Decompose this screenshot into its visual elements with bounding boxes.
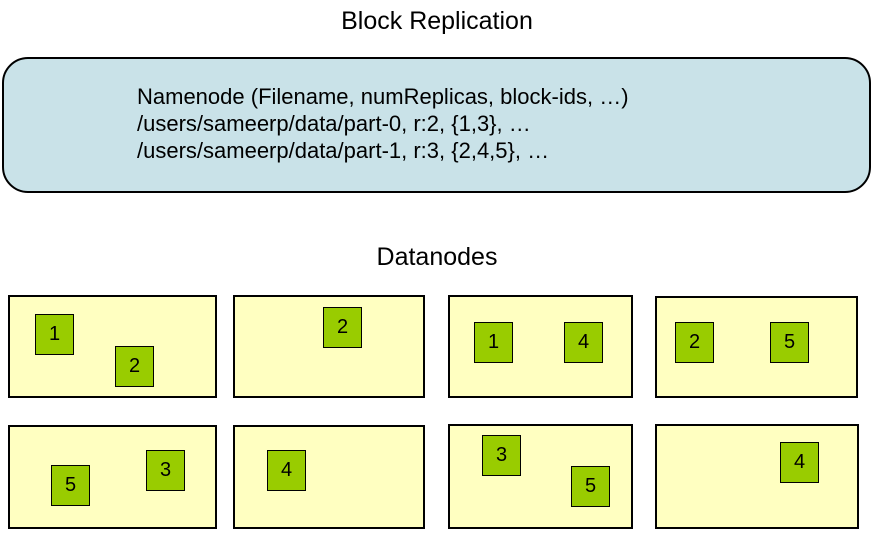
datanode-box-8: 4 bbox=[655, 424, 859, 529]
namenode-file-entry-part0: /users/sameerp/data/part-0, r:2, {1,3}, … bbox=[137, 111, 531, 136]
block-square: 5 bbox=[770, 322, 809, 363]
block-square: 2 bbox=[675, 322, 714, 363]
block-square: 4 bbox=[780, 442, 819, 483]
namenode-file-entry-part1: /users/sameerp/data/part-1, r:3, {2,4,5}… bbox=[137, 138, 550, 163]
block-square: 5 bbox=[51, 465, 90, 506]
namenode-box: Namenode (Filename, numReplicas, block-i… bbox=[2, 57, 871, 193]
block-square: 1 bbox=[474, 322, 513, 363]
datanode-box-7: 3 5 bbox=[448, 424, 633, 529]
datanodes-label: Datanodes bbox=[376, 243, 498, 271]
datanode-box-4: 2 5 bbox=[655, 296, 858, 398]
block-square: 1 bbox=[35, 314, 74, 355]
namenode-signature-line: Namenode (Filename, numReplicas, block-i… bbox=[137, 84, 629, 109]
block-square: 2 bbox=[115, 346, 154, 387]
diagram-title: Block Replication bbox=[341, 7, 533, 35]
block-square: 3 bbox=[146, 450, 185, 491]
block-square: 3 bbox=[482, 435, 521, 476]
datanode-box-5: 5 3 bbox=[8, 425, 217, 529]
datanode-box-3: 1 4 bbox=[448, 295, 633, 398]
block-square: 4 bbox=[564, 322, 603, 363]
datanode-box-1: 1 2 bbox=[8, 295, 217, 398]
block-square: 5 bbox=[571, 466, 610, 507]
block-square: 2 bbox=[323, 307, 362, 348]
namenode-text: Namenode (Filename, numReplicas, block-i… bbox=[137, 83, 629, 164]
datanode-box-2: 2 bbox=[233, 295, 425, 398]
block-square: 4 bbox=[267, 450, 306, 491]
datanode-box-6: 4 bbox=[233, 425, 425, 529]
